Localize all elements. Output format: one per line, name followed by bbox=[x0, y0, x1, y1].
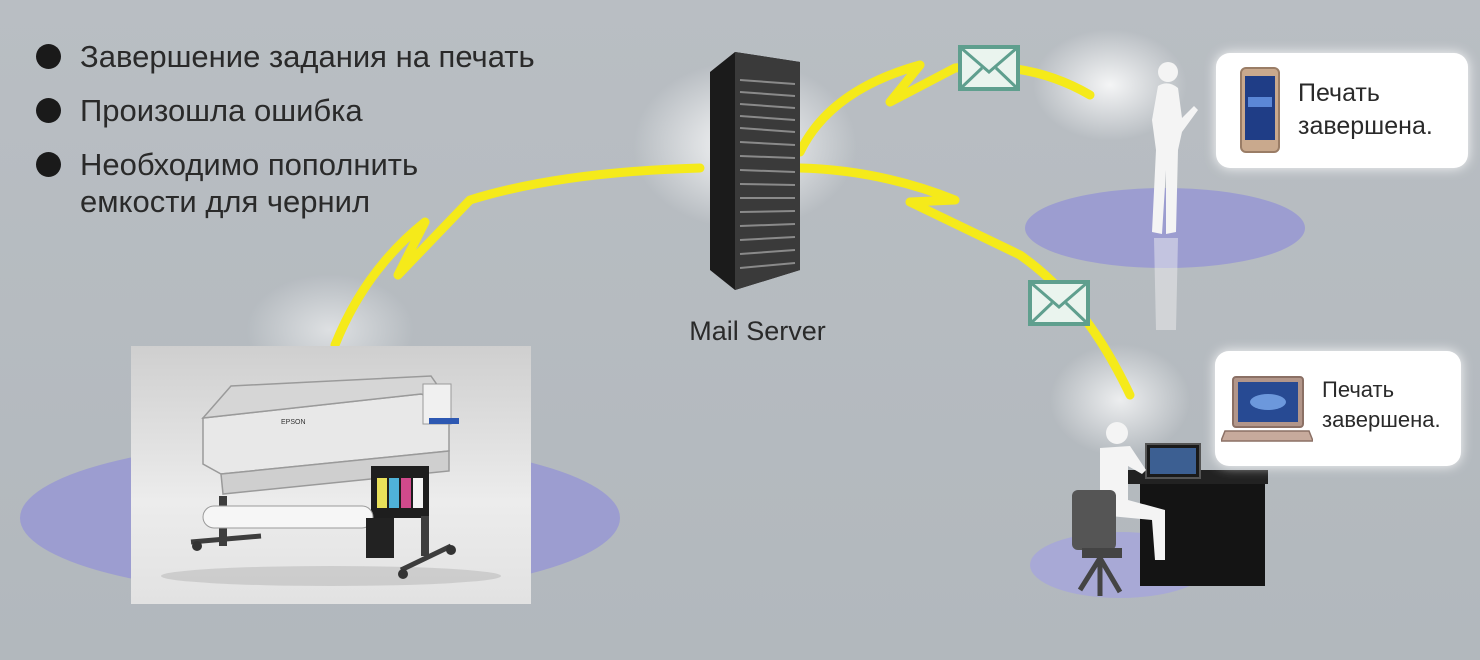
bullet-icon bbox=[36, 152, 61, 177]
envelope-icon bbox=[958, 45, 1020, 91]
notification-text: Печать завершена. bbox=[1298, 79, 1433, 140]
phone-user-figure bbox=[1152, 62, 1198, 234]
large-format-printer-icon: EPSON bbox=[161, 375, 501, 586]
event-text: Необходимо пополнить емкости для чернил bbox=[80, 147, 419, 219]
server-rack-icon bbox=[710, 52, 800, 290]
event-text: Произошла ошибка bbox=[80, 93, 363, 128]
event-text: Завершение задания на печать bbox=[80, 39, 535, 74]
event-item: Необходимо пополнить емкости для чернил bbox=[36, 146, 600, 220]
printer-photo: EPSON bbox=[131, 346, 531, 604]
event-item: Произошла ошибка bbox=[36, 92, 600, 129]
signal-server-to-pc bbox=[795, 163, 1135, 400]
pc-user-figure bbox=[1072, 422, 1268, 596]
phone-user-floor-ellipse bbox=[1025, 188, 1305, 268]
bullet-icon bbox=[36, 98, 61, 123]
laptop-notification-card: Печать завершена. bbox=[1215, 351, 1461, 466]
printer-brand: EPSON bbox=[281, 419, 306, 426]
phone-icon bbox=[1240, 67, 1280, 153]
phone-notification-card: Печать завершена. bbox=[1216, 53, 1468, 168]
signal-printer-to-server bbox=[330, 163, 705, 350]
server-label: Mail Server bbox=[689, 316, 826, 346]
bullet-icon bbox=[36, 44, 61, 69]
event-item: Завершение задания на печать bbox=[36, 38, 600, 75]
laptop-icon bbox=[1221, 376, 1313, 442]
notification-text: Печать завершена. bbox=[1322, 377, 1441, 432]
event-list: Завершение задания на печать Произошла о… bbox=[36, 38, 600, 237]
phone-user-reflection bbox=[1154, 238, 1178, 330]
signal-server-to-phone bbox=[795, 60, 1095, 157]
envelope-icon bbox=[1028, 280, 1090, 326]
